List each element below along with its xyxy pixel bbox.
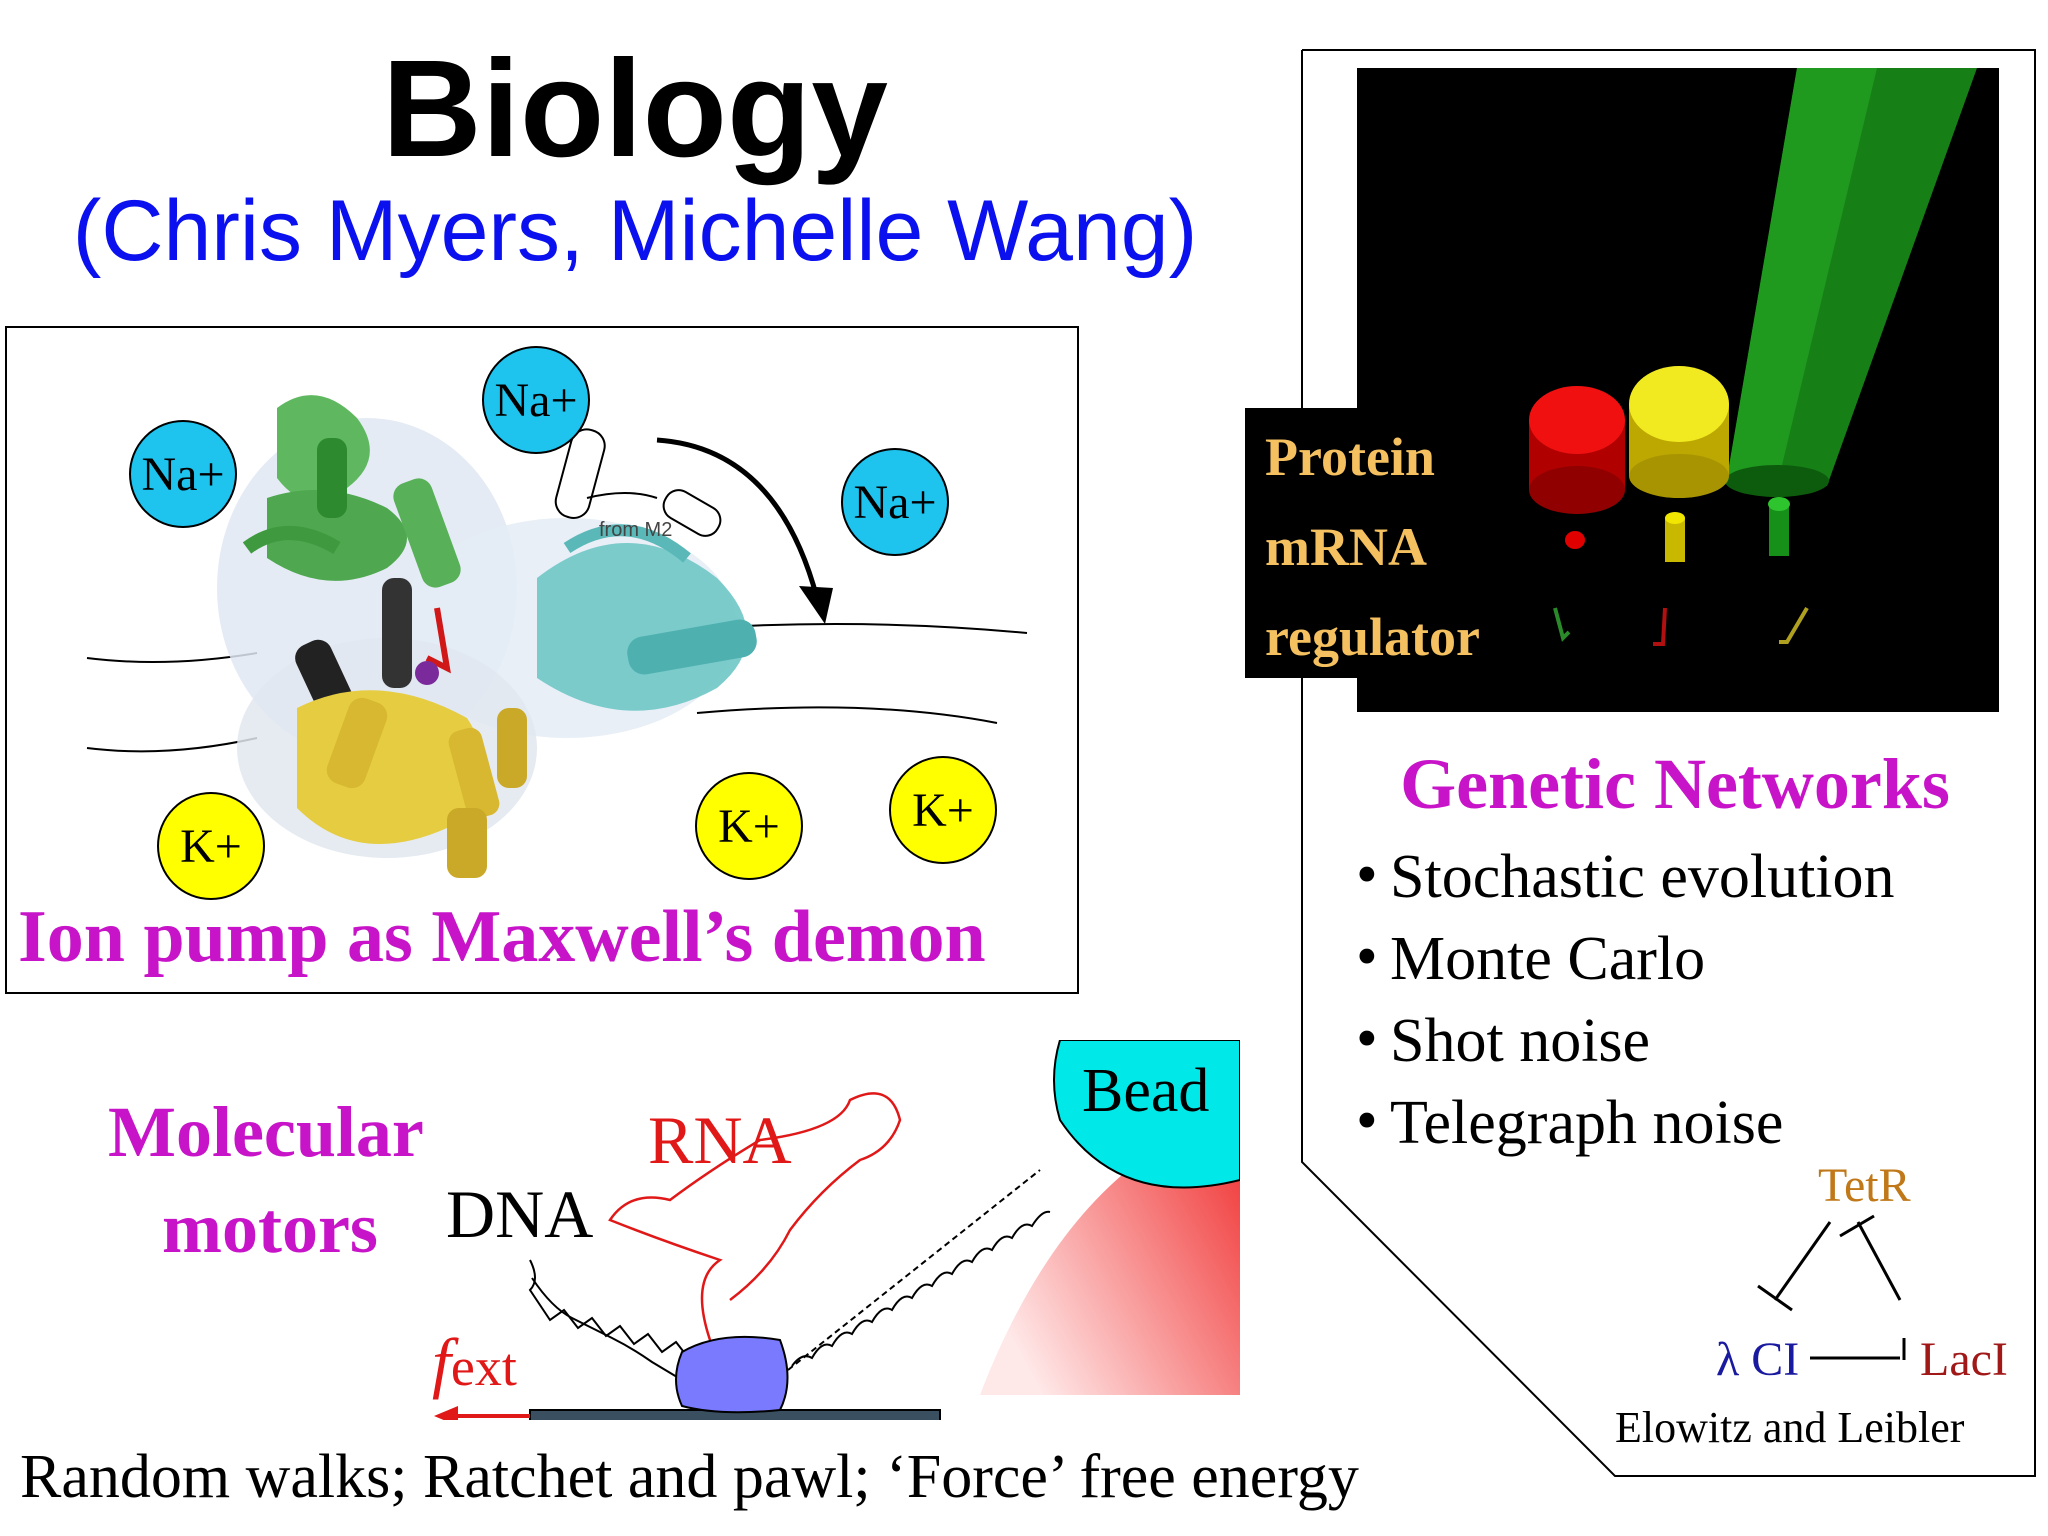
potassium-ion: K+ bbox=[695, 772, 803, 880]
bead-label: Bead bbox=[1082, 1057, 1210, 1125]
bar-render bbox=[1529, 68, 1977, 646]
motors-title-line1: Molecular bbox=[108, 1092, 424, 1172]
bullet-item: •Telegraph noise bbox=[1356, 1087, 1784, 1157]
legend-mrna: mRNA bbox=[1265, 517, 1427, 577]
legend-regulator: regulator bbox=[1265, 607, 1480, 667]
bullet-item: •Shot noise bbox=[1356, 1005, 1651, 1075]
ion-pump-illustration: from M2 bbox=[86, 395, 1028, 878]
potassium-ion: K+ bbox=[157, 792, 265, 900]
force-label: fext bbox=[432, 1324, 517, 1400]
tetr-label: TetR bbox=[1818, 1159, 1911, 1212]
page-title: Biology bbox=[382, 32, 888, 186]
footer-topics: Random walks; Ratchet and pawl; ‘Force’ … bbox=[20, 1443, 1359, 1511]
repressilator-circuit bbox=[1757, 1214, 1906, 1360]
lambda-ci-label: λ CI bbox=[1716, 1333, 1800, 1386]
ion-pump-caption: Ion pump as Maxwell’s demon bbox=[18, 896, 986, 978]
legend-protein: Protein bbox=[1265, 427, 1435, 487]
molecular-motor-diagram bbox=[434, 1040, 1240, 1420]
potassium-ion: K+ bbox=[889, 756, 997, 864]
motors-title-line2: motors bbox=[162, 1188, 378, 1268]
ion-pump-panel: from M2 Na+ Na+ Na+ K+ K+ K+ bbox=[5, 326, 1079, 994]
page-subtitle: (Chris Myers, Michelle Wang) bbox=[72, 183, 1198, 279]
helix-label: from M2 bbox=[599, 519, 672, 541]
dna-label: DNA bbox=[446, 1176, 594, 1252]
bullet-item: •Monte Carlo bbox=[1356, 923, 1706, 993]
simulation-legend: Protein mRNA regulator bbox=[1245, 408, 1505, 678]
sodium-ion: Na+ bbox=[482, 346, 590, 454]
sodium-ion: Na+ bbox=[841, 448, 949, 556]
sodium-ion: Na+ bbox=[129, 420, 237, 528]
genetic-networks-title: Genetic Networks bbox=[1400, 744, 1950, 824]
laci-label: LacI bbox=[1920, 1333, 2008, 1386]
simulation-render bbox=[1357, 68, 1999, 712]
circuit-credit: Elowitz and Leibler bbox=[1615, 1403, 1965, 1452]
bullet-item: •Stochastic evolution bbox=[1356, 841, 1895, 911]
